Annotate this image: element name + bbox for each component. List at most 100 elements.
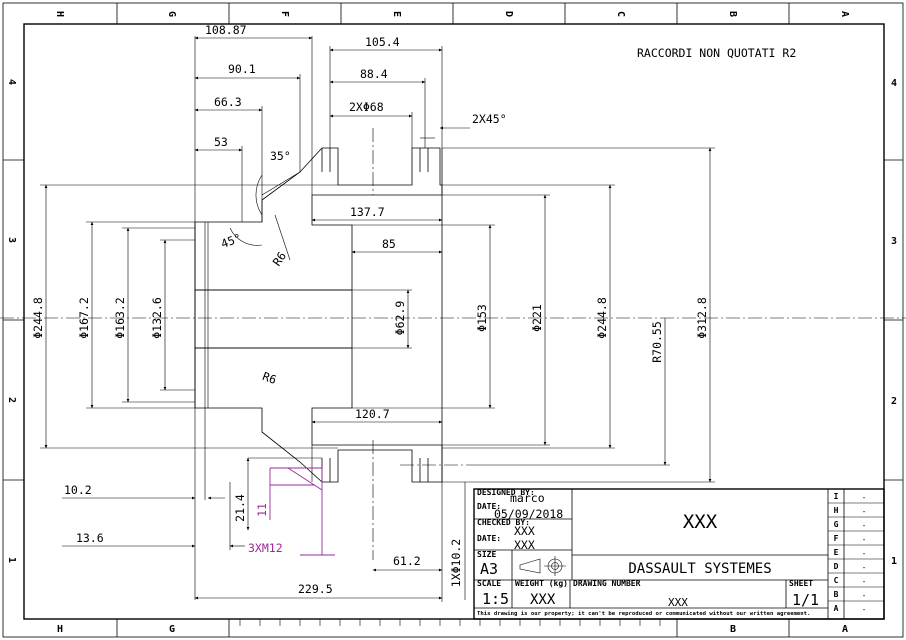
- zone-number-left: 2: [6, 397, 17, 403]
- part-section: [194, 147, 443, 500]
- date-value: 05/09/2018: [494, 507, 563, 521]
- revision-letter: B: [834, 590, 839, 599]
- dim-137-7: 137.7: [350, 205, 385, 219]
- revision-letter: G: [834, 520, 839, 529]
- revision-letter: H: [834, 506, 839, 515]
- dim-66-3: 66.3: [214, 95, 242, 109]
- size-label: SIZE: [477, 550, 496, 559]
- revision-value: -: [862, 521, 867, 530]
- zone-number-right: 2: [891, 396, 897, 407]
- dim-90-1: 90.1: [228, 62, 256, 76]
- zone-number-left: 4: [6, 79, 17, 85]
- sheet-label: SHEET: [789, 579, 813, 588]
- revision-value: -: [862, 493, 867, 502]
- dim-r6-lower: R6: [261, 369, 279, 387]
- lower-hatched-section: [194, 347, 443, 483]
- center-lines: [0, 128, 906, 560]
- date2-value: XXX: [514, 538, 535, 552]
- dim-105-4: 105.4: [365, 35, 400, 49]
- designed-by-value: marco: [510, 491, 545, 505]
- date2-label: DATE:: [477, 534, 501, 543]
- revision-value: -: [862, 591, 867, 600]
- dim-2x68: 2XΦ68: [349, 100, 384, 114]
- zone-number-left: 1: [6, 557, 17, 563]
- drawing-number-label: DRAWING NUMBER: [573, 579, 641, 588]
- projection-symbol-icon: [519, 556, 566, 576]
- dim-229-5: 229.5: [298, 582, 333, 596]
- zone-letter-bottom: B: [730, 624, 736, 635]
- revision-value: -: [862, 577, 867, 586]
- dim-53: 53: [214, 135, 228, 149]
- dim-r6-upper: R6: [270, 249, 289, 268]
- zone-number-right: 3: [891, 236, 897, 247]
- sheet-value: 1/1: [792, 591, 819, 609]
- zone-letter-bottom: H: [57, 624, 63, 635]
- date-label: DATE:: [477, 502, 501, 511]
- revision-value: -: [862, 549, 867, 558]
- zone-letter-top: B: [727, 11, 738, 17]
- revision-letter: A: [834, 604, 839, 613]
- general-note: RACCORDI NON QUOTATI R2: [637, 46, 796, 60]
- dim-phi-221: Φ221: [530, 304, 544, 332]
- scale-label: SCALE: [477, 579, 501, 588]
- company-name: DASSAULT SYSTEMES: [628, 561, 771, 577]
- dim-21-4: 21.4: [233, 494, 247, 522]
- dim-phi-167-2: Φ167.2: [77, 297, 91, 339]
- zone-letter-bottom: A: [842, 624, 848, 635]
- dim-phi-163-2: Φ163.2: [113, 297, 127, 339]
- revision-value: -: [862, 507, 867, 516]
- copyright-footer: This drawing is our property; it can't b…: [477, 611, 810, 617]
- dim-35deg: 35°: [270, 149, 291, 163]
- revision-letter: E: [834, 548, 839, 557]
- upper-hatched-section: [194, 147, 443, 291]
- revision-value: -: [862, 535, 867, 544]
- dim-r70-55: R70.55: [650, 321, 664, 363]
- zone-letter-top: E: [391, 11, 402, 17]
- drawing-number-value: XXX: [668, 596, 688, 609]
- dim-phi-132-6: Φ132.6: [150, 297, 164, 339]
- designed-by-label: DESIGNED BY:: [477, 488, 535, 497]
- dim-phi-153: Φ153: [475, 304, 489, 332]
- drawing-title: XXX: [683, 511, 718, 533]
- dim-85: 85: [382, 237, 396, 251]
- thread-callout: 3XM12: [248, 541, 283, 555]
- dimension-labels: 108.87 105.4 90.1 88.4 66.3 2XΦ68 2X45° …: [31, 23, 796, 596]
- dim-45deg: 45°: [219, 231, 243, 251]
- scale-value: 1:5: [482, 590, 509, 608]
- weight-value: XXX: [530, 592, 556, 608]
- thread-annotation: [269, 467, 335, 556]
- dim-2x45: 2X45°: [472, 112, 507, 126]
- revision-value: -: [862, 605, 867, 614]
- size-value: A3: [480, 560, 498, 578]
- revision-value: -: [862, 563, 867, 572]
- title-block: DESIGNED BY: marco DATE: 05/09/2018 CHEC…: [473, 488, 885, 620]
- revision-letter: C: [834, 576, 839, 585]
- checked-by-label: CHECKED BY:: [477, 518, 530, 527]
- dim-61-2: 61.2: [393, 554, 421, 568]
- dim-phi-244-8-left: Φ244.8: [31, 297, 45, 339]
- revision-letter: D: [834, 562, 839, 571]
- zone-number-left: 3: [6, 237, 17, 243]
- dim-phi-244-8-right: Φ244.8: [595, 297, 609, 339]
- checked-by-value: XXX: [514, 524, 535, 538]
- dim-120-7: 120.7: [355, 407, 390, 421]
- zone-number-right: 4: [891, 78, 897, 89]
- dimension-lines: [40, 36, 715, 602]
- zone-letter-top: D: [503, 11, 514, 17]
- dim-10-2: 10.2: [64, 483, 92, 497]
- dim-phi-62-9: Φ62.9: [393, 301, 407, 336]
- zone-letter-bottom: G: [169, 624, 175, 635]
- zone-letter-top: G: [166, 11, 177, 17]
- zone-number-right: 1: [891, 556, 897, 567]
- dim-11: 11: [255, 503, 269, 517]
- zone-letter-top: F: [279, 11, 290, 17]
- dim-1x-phi-10-2: 1XΦ10.2: [449, 539, 463, 587]
- weight-label: WEIGHT (kg): [515, 579, 568, 588]
- zone-letter-top: A: [839, 11, 850, 17]
- dim-88-4: 88.4: [360, 67, 388, 81]
- dim-phi-312-8: Φ312.8: [695, 297, 709, 339]
- revision-letter: F: [834, 534, 839, 543]
- zone-letter-top: H: [54, 11, 65, 17]
